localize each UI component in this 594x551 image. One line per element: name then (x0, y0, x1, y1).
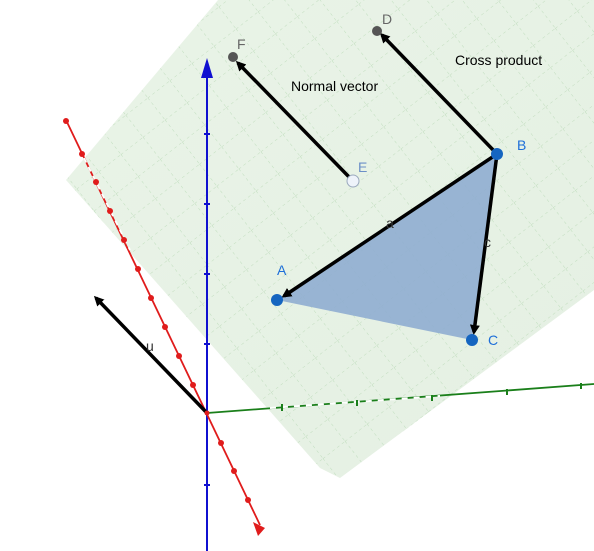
normal-vector-text: Normal vector (291, 78, 378, 94)
vector-c[interactable] (469, 153, 499, 335)
label-b: B (517, 137, 526, 153)
point-b[interactable] (491, 148, 503, 160)
z-axis[interactable] (201, 58, 213, 551)
point-a[interactable] (271, 294, 283, 306)
point-f[interactable] (228, 52, 238, 62)
label-vector-u: u (146, 338, 154, 354)
y-axis[interactable] (206, 383, 594, 414)
cross-product-vector[interactable] (379, 32, 499, 156)
vector-u[interactable] (93, 295, 209, 415)
point-c[interactable] (466, 334, 478, 346)
point-e[interactable] (346, 174, 360, 188)
x-axis[interactable] (63, 118, 265, 536)
label-f: F (237, 36, 246, 52)
label-d: D (382, 11, 392, 27)
cross-product-text: Cross product (455, 52, 542, 68)
plane[interactable] (66, 0, 594, 478)
triangle-abc[interactable] (277, 154, 497, 340)
label-vector-a: a (386, 215, 394, 231)
vector-a[interactable] (281, 152, 498, 298)
normal-vector[interactable] (235, 60, 354, 182)
point-d[interactable] (372, 26, 382, 36)
label-vector-c: c (484, 234, 491, 250)
origin-point (204, 410, 210, 416)
label-e: E (358, 159, 367, 175)
label-c: C (488, 332, 498, 348)
label-a: A (277, 262, 287, 278)
